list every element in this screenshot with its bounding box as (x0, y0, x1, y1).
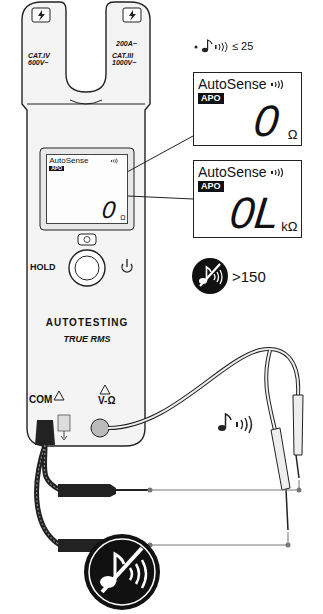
category-rating: CAT.IV 600V~ (28, 52, 62, 67)
com-terminal-plug (35, 420, 55, 445)
brand-text: TRUE RMS (28, 335, 146, 344)
reading-digits: 0L (227, 191, 281, 235)
display-window (40, 148, 134, 230)
function-button (78, 234, 96, 245)
unit-text: Ω (288, 128, 298, 141)
function-symbol (84, 237, 90, 243)
hold-power-button (69, 250, 105, 286)
unit-text: kΩ (281, 220, 297, 233)
warning-triangle (100, 385, 110, 394)
beep-indicator (271, 167, 285, 177)
reading-digits: 0 (252, 99, 281, 143)
power-symbol (126, 259, 127, 267)
contact-dot (286, 543, 291, 548)
mode-text: AutoSense (198, 77, 267, 91)
test-probe (271, 428, 290, 490)
beep-icon (195, 40, 228, 52)
hold-power-button-inner (75, 256, 99, 280)
com-test-lead-cable (37, 445, 60, 545)
v-ohm-terminal-plug (91, 419, 109, 437)
apo-badge: APO (198, 181, 224, 192)
current-rating: 200A~ (116, 40, 150, 47)
unit-text: Ω (120, 214, 125, 221)
reading-digits: 0 (100, 198, 116, 222)
category-rating: CAT.III 1000V~ (112, 52, 148, 67)
apo-badge: APO (49, 166, 64, 171)
apo-badge: APO (198, 93, 224, 104)
contact-dot (297, 488, 302, 493)
terminal-rating-mark (58, 415, 70, 431)
threshold-text: >150 (232, 269, 282, 285)
button-label: HOLD (30, 263, 70, 272)
mode-text: AutoSense (49, 157, 88, 165)
test-lead-cable (266, 350, 275, 430)
terminal-label: COM (29, 395, 59, 406)
contact-dot (148, 488, 153, 493)
threshold-text: ≤ 25 (232, 41, 282, 53)
contact-line (150, 532, 288, 545)
beep-indicator (271, 79, 285, 89)
housing-seam (70, 100, 102, 104)
warning-triangle (54, 391, 64, 400)
meter-display: AutoSenseAPO 0Ω (46, 154, 128, 224)
mode-text: AutoSense (198, 165, 267, 179)
jaw-flashlight-button (123, 8, 141, 22)
contact-line (150, 480, 299, 490)
meter-housing (22, 2, 150, 446)
probe-tip (286, 489, 288, 530)
lightning-symbol (38, 10, 45, 21)
no-beep-icon (84, 534, 160, 610)
lcd-panel: AutoSenseAPO0LkΩ (193, 160, 302, 238)
beep-icon (218, 414, 252, 433)
test-probe (58, 484, 116, 497)
jaw-flashlight-button (32, 8, 50, 22)
no-beep-icon (192, 258, 228, 294)
ground-symbol (61, 431, 67, 440)
brand-text: AUTOTESTING (28, 318, 146, 329)
probe-tip (116, 489, 150, 491)
beep-indicator (111, 158, 119, 164)
test-lead-cable (266, 350, 275, 430)
terminal-label: V-Ω (98, 396, 138, 407)
lightning-symbol (129, 10, 136, 21)
lcd-panel: AutoSenseAPO 0Ω (193, 72, 302, 146)
test-probe (293, 395, 303, 455)
leader-line (128, 136, 193, 172)
com-test-lead-cable (37, 445, 60, 545)
probe-tip (296, 455, 299, 478)
leader-line (128, 196, 193, 199)
